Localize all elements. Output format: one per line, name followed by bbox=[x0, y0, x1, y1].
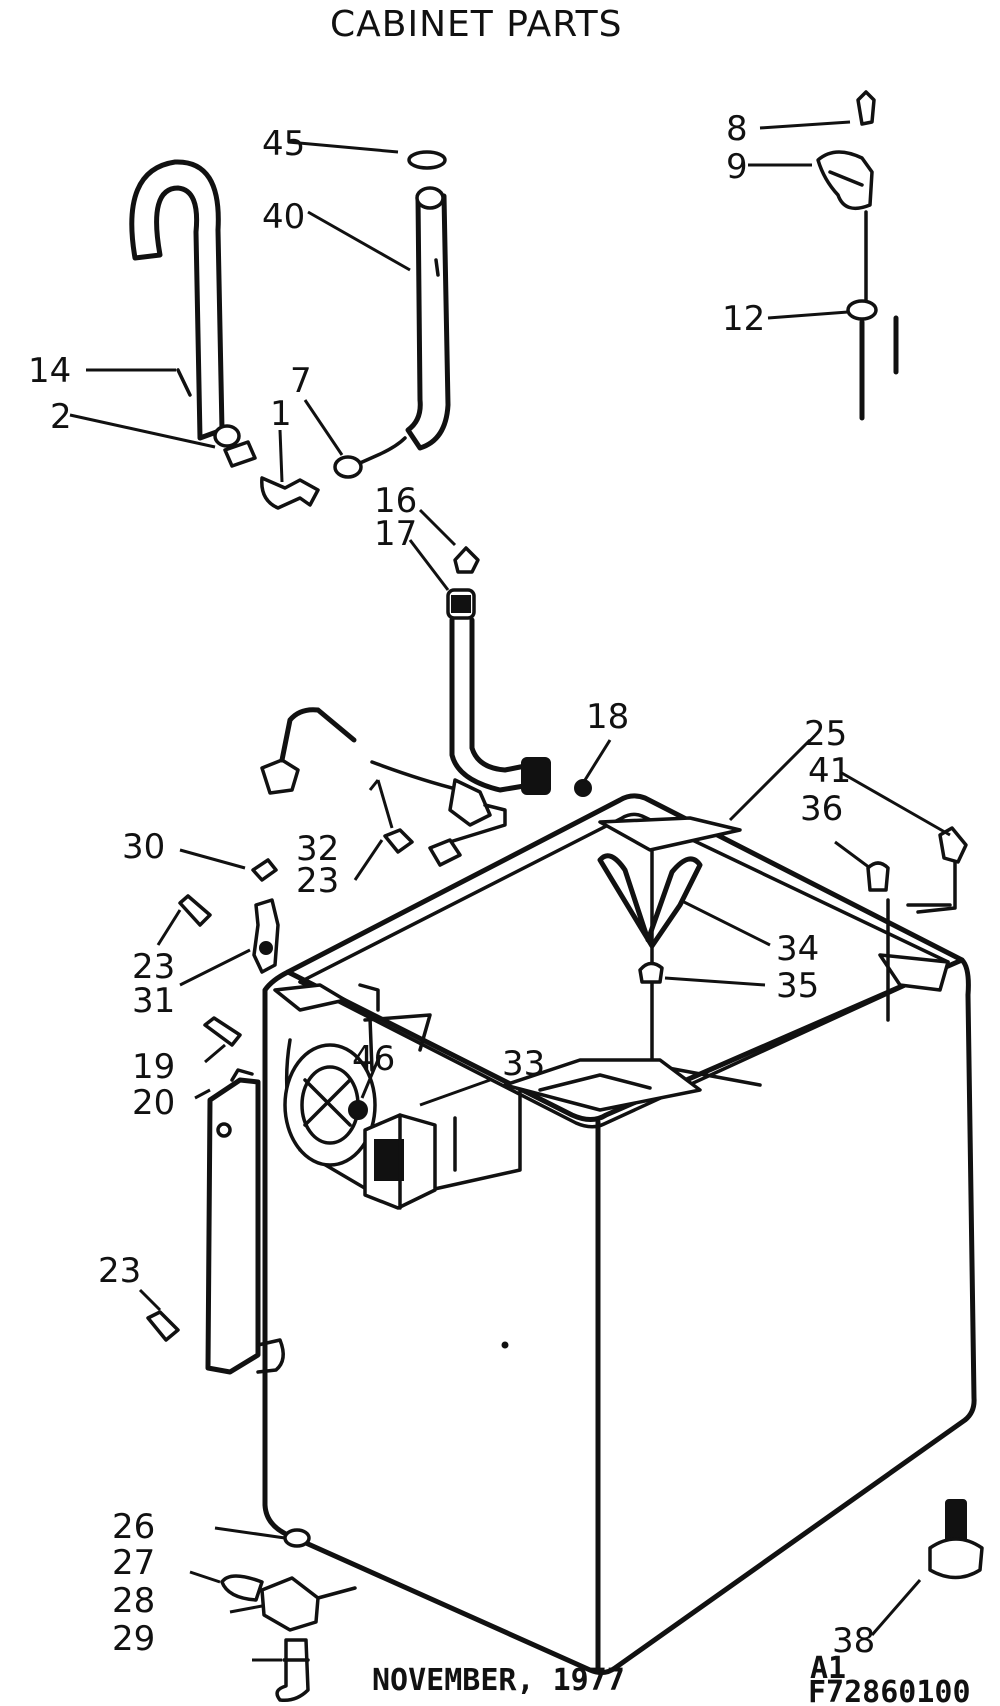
label-28: 28 bbox=[112, 1581, 155, 1621]
front-foot-assembly bbox=[220, 1528, 357, 1703]
clip-23-upper bbox=[428, 838, 462, 867]
spring-34 bbox=[597, 853, 703, 949]
clip-30 bbox=[251, 858, 278, 882]
label-26: 26 bbox=[112, 1507, 155, 1547]
label-18: 18 bbox=[586, 697, 629, 737]
bracket-41 bbox=[938, 826, 968, 864]
label-34: 34 bbox=[776, 929, 819, 969]
clamp-ring bbox=[333, 455, 363, 479]
label-45: 45 bbox=[262, 124, 305, 164]
leader-lines bbox=[69, 120, 951, 1662]
label-7: 7 bbox=[290, 361, 312, 401]
side-panel bbox=[205, 1068, 285, 1375]
screw-23-left bbox=[178, 894, 212, 927]
screw-23-upper bbox=[383, 828, 414, 854]
label-19: 19 bbox=[132, 1047, 175, 1087]
water-valve-line bbox=[446, 546, 592, 797]
cabinet-body bbox=[262, 793, 977, 1676]
fill-hose bbox=[405, 150, 451, 451]
part-labels: 45 40 8 9 12 14 2 1 7 16 17 18 25 41 36 … bbox=[28, 109, 875, 1661]
label-31: 31 bbox=[132, 981, 175, 1021]
bracket-31 bbox=[252, 898, 280, 974]
label-16: 16 bbox=[374, 481, 417, 521]
footer-date: NOVEMBER, 1977 bbox=[372, 1663, 625, 1698]
label-9: 9 bbox=[726, 147, 748, 187]
label-23-lower: 23 bbox=[98, 1251, 141, 1291]
grommet-35 bbox=[638, 961, 664, 984]
label-33: 33 bbox=[502, 1044, 545, 1084]
motor-assembly bbox=[283, 1013, 432, 1167]
label-41: 41 bbox=[808, 751, 851, 791]
screw-19 bbox=[203, 1016, 242, 1047]
label-32: 32 bbox=[296, 829, 339, 869]
label-38: 38 bbox=[832, 1621, 875, 1661]
label-2: 2 bbox=[50, 397, 72, 437]
footer-code-a1: A1 bbox=[810, 1651, 846, 1686]
leveling-leg bbox=[928, 1499, 984, 1580]
label-27: 27 bbox=[112, 1543, 155, 1583]
label-14: 14 bbox=[28, 351, 71, 391]
vent-fittings bbox=[816, 90, 899, 421]
label-8: 8 bbox=[726, 109, 748, 149]
wiring-harness bbox=[260, 707, 507, 847]
switch-block bbox=[363, 1113, 437, 1210]
fastener-36 bbox=[866, 861, 890, 892]
label-36: 36 bbox=[800, 789, 843, 829]
label-30: 30 bbox=[122, 827, 165, 867]
footer-code-part: F72860100 bbox=[808, 1675, 971, 1706]
label-25: 25 bbox=[804, 714, 847, 754]
label-17: 17 bbox=[374, 514, 417, 554]
label-29: 29 bbox=[112, 1619, 155, 1659]
label-1: 1 bbox=[270, 394, 292, 434]
hose-connector bbox=[260, 476, 320, 510]
label-35: 35 bbox=[776, 966, 819, 1006]
label-23-left: 23 bbox=[132, 947, 175, 987]
label-20: 20 bbox=[132, 1083, 175, 1123]
label-40: 40 bbox=[262, 197, 305, 237]
drain-hose bbox=[129, 159, 241, 448]
hose-clamp bbox=[223, 440, 257, 468]
label-46: 46 bbox=[352, 1039, 395, 1079]
label-12: 12 bbox=[722, 299, 765, 339]
label-23-upper: 23 bbox=[296, 861, 339, 901]
screw-23-lower bbox=[146, 1310, 180, 1342]
diagram-title: CABINET PARTS bbox=[330, 4, 622, 45]
